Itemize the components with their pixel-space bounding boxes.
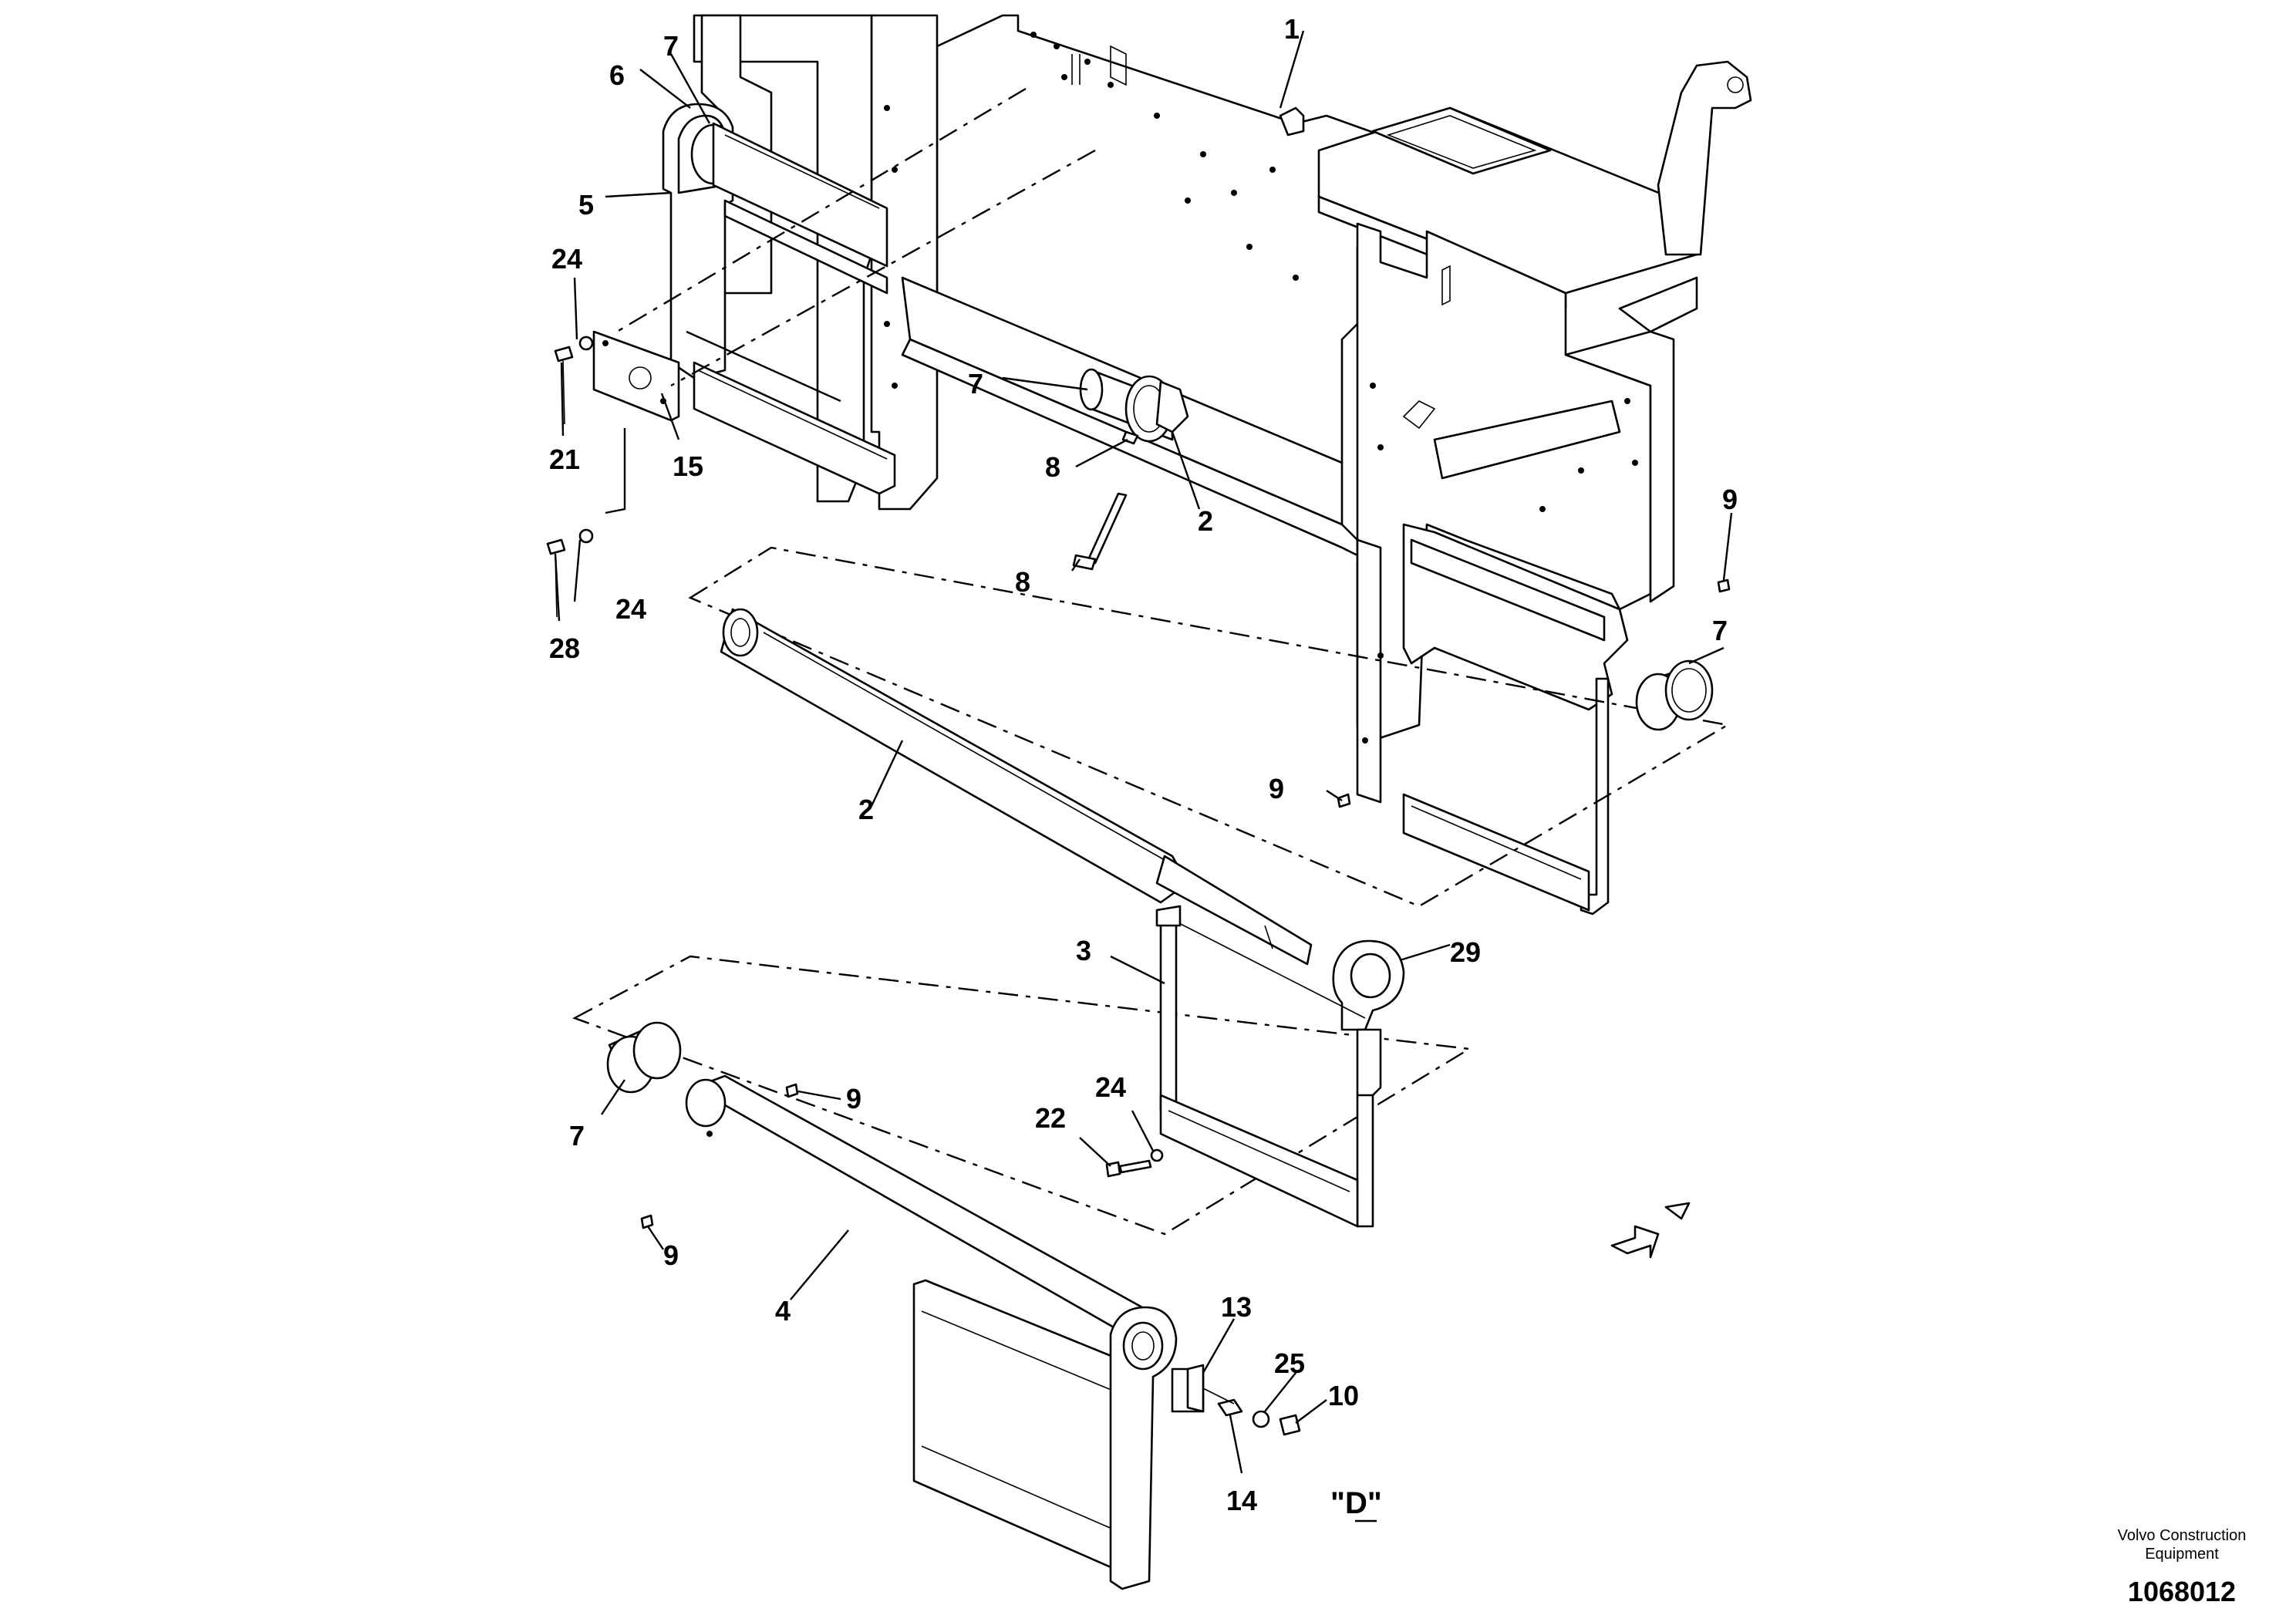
bushing-left [606, 1021, 682, 1094]
callout-8: 8 [1015, 566, 1030, 598]
direction-arrow-icon [1610, 1225, 1660, 1259]
callout-25: 25 [1274, 1347, 1305, 1379]
pin-9-lower [1337, 793, 1351, 808]
pin-tube-4 [640, 1074, 1151, 1336]
callout-7: 7 [569, 1120, 585, 1152]
callout-7: 7 [968, 368, 983, 400]
callout-9: 9 [846, 1083, 861, 1114]
document-number: 1068012 [2127, 1576, 2237, 1607]
callout-7: 7 [1712, 615, 1728, 646]
callout-7: 7 [663, 30, 679, 62]
company-name: Volvo Construction Equipment [2097, 1526, 2267, 1563]
callout-10: 10 [1328, 1380, 1359, 1411]
callout-28: 28 [549, 632, 580, 664]
callout-9: 9 [1269, 773, 1284, 804]
plate-3 [1155, 905, 1382, 1228]
piston-rod [720, 608, 1405, 1031]
callout-22: 22 [1035, 1102, 1066, 1134]
callout-9: 9 [663, 1239, 679, 1271]
leader-lines [554, 30, 1733, 1474]
left-cylinder-assembly [592, 103, 896, 495]
callout-1: 1 [1284, 13, 1300, 45]
company-line-2: Equipment [2145, 1546, 2219, 1563]
assembly-lines [572, 87, 1731, 1236]
callout-4: 4 [775, 1295, 791, 1327]
plate-assembly-4 [912, 1279, 1178, 1590]
callout-9: 9 [1722, 484, 1738, 515]
callout-24: 24 [615, 593, 646, 625]
callout-5: 5 [578, 189, 594, 221]
callout-3: 3 [1076, 935, 1091, 966]
callout-6: 6 [609, 59, 625, 91]
callout-8: 8 [1045, 451, 1060, 483]
bolts-upper-left [546, 336, 594, 618]
callout-13: 13 [1221, 1291, 1252, 1323]
callout-29: 29 [1450, 936, 1481, 968]
view-label: "D" [1330, 1486, 1382, 1520]
arrow-head [1664, 1202, 1691, 1220]
middle-cylinder-cap [1072, 368, 1189, 571]
callout-labels: 1 7 6 5 24 21 15 24 28 7 8 8 2 9 7 9 2 3… [549, 13, 1738, 1516]
frame-holes [884, 32, 1638, 744]
callout-15: 15 [673, 450, 703, 482]
callout-2: 2 [1198, 505, 1213, 537]
fasteners-lower [1171, 1364, 1301, 1436]
callout-14: 14 [1226, 1485, 1257, 1516]
callout-24: 24 [1095, 1071, 1126, 1103]
callout-24: 24 [551, 243, 582, 275]
company-line-1: Volvo Construction [2117, 1527, 2247, 1544]
callout-2: 2 [858, 794, 874, 825]
bolt-22 [1105, 1148, 1164, 1178]
bushing-right [1635, 659, 1714, 731]
callout-21: 21 [549, 443, 580, 475]
